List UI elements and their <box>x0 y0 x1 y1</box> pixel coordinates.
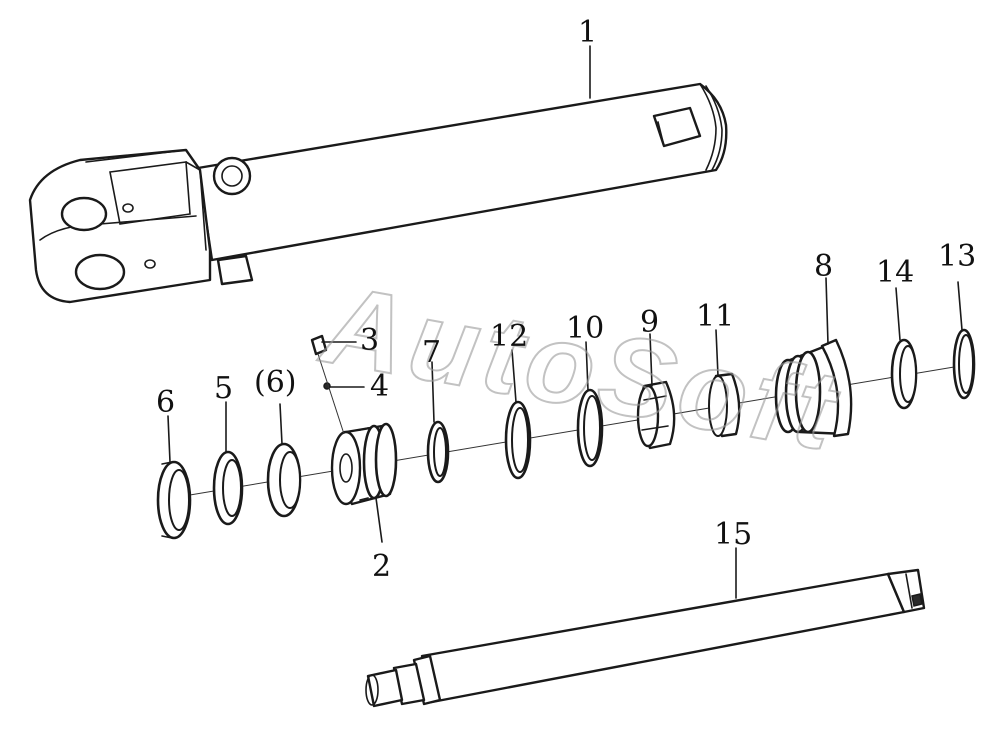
part-2-piston <box>330 422 398 506</box>
leader-lines <box>167 45 963 599</box>
label-part-10: 10 <box>566 311 604 346</box>
label-part-9: 9 <box>640 305 659 340</box>
label-part-5: 5 <box>214 371 233 406</box>
part-11-bushing <box>708 372 741 438</box>
label-part-2: 2 <box>372 549 391 584</box>
part-9-nut <box>636 380 676 450</box>
label-part-6b: (6) <box>254 365 297 400</box>
part-15-piston-rod <box>365 568 926 708</box>
part-1-cylinder-barrel <box>28 82 728 304</box>
part-5-ring <box>212 450 244 526</box>
part-6b-ring <box>266 442 302 518</box>
label-part-14: 14 <box>876 255 914 290</box>
label-part-6: 6 <box>156 385 175 420</box>
label-part-15: 15 <box>714 517 752 552</box>
part-3-guide-line <box>317 353 345 435</box>
label-part-13: 13 <box>938 239 976 274</box>
part-13-snap-ring <box>952 328 976 400</box>
part-8-guide-sleeve <box>774 338 853 438</box>
part-12-ring <box>504 400 532 480</box>
label-part-4: 4 <box>370 369 389 404</box>
part-3-grease-nipple <box>310 334 328 356</box>
label-part-8: 8 <box>814 249 833 284</box>
label-part-12: 12 <box>490 319 528 354</box>
part-10-ring <box>576 388 604 468</box>
label-part-1: 1 <box>578 15 597 50</box>
part-14-ring <box>890 338 918 410</box>
part-6-ring <box>156 460 192 540</box>
part-7-o-ring <box>426 420 450 484</box>
label-part-11: 11 <box>696 299 734 334</box>
label-part-3: 3 <box>360 323 379 358</box>
label-part-7: 7 <box>422 335 441 370</box>
